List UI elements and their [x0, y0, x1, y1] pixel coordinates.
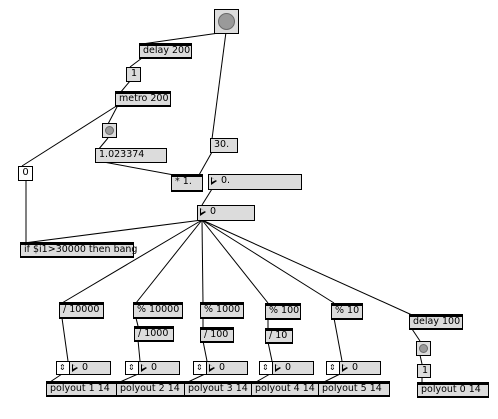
updown-arrows-icon[interactable]: ⇕ [193, 361, 207, 375]
polyout-5-object[interactable]: polyout 5 14 [318, 381, 390, 397]
updown-arrows-icon[interactable]: ⇕ [326, 361, 340, 375]
delay-bang-button[interactable] [416, 341, 431, 356]
multiply-object[interactable]: * 1. [171, 174, 203, 192]
number-30[interactable]: 30. [210, 138, 238, 153]
branch-5-number[interactable]: 0 [339, 361, 381, 375]
delay-200-object[interactable]: delay 200 [139, 43, 192, 59]
mod-100-object[interactable]: % 100 [265, 303, 301, 320]
bang-indicator-icon [218, 13, 235, 30]
polyout-2-object[interactable]: polyout 2 14 [116, 381, 188, 397]
updown-arrows-icon[interactable]: ⇕ [125, 361, 139, 375]
divide-100-object[interactable]: / 100 [200, 327, 234, 343]
mod-1000-object[interactable]: % 1000 [200, 302, 244, 319]
metro-200-object[interactable]: metro 200 [115, 91, 171, 107]
polyout-4-object[interactable]: polyout 4 14 [251, 381, 323, 397]
divide-1000-object[interactable]: / 1000 [134, 326, 174, 342]
polyout-0-object[interactable]: polyout 0 14 [417, 382, 489, 398]
branch-2-number[interactable]: 0 [138, 361, 180, 375]
toggle-number-end[interactable]: 1 [417, 364, 431, 378]
float-display[interactable]: 1.023374 [95, 148, 167, 163]
branch-3-number[interactable]: 0 [206, 361, 248, 375]
divide-10-object[interactable]: / 10 [265, 328, 293, 344]
top-bang-button[interactable] [214, 9, 239, 34]
updown-arrows-icon[interactable]: ⇕ [259, 361, 273, 375]
delay-100-object[interactable]: delay 100 [409, 314, 463, 330]
counter-number[interactable]: 0 [197, 205, 255, 221]
bang-indicator-icon [419, 344, 428, 353]
metro-bang-button[interactable] [102, 123, 117, 138]
branch-1-number[interactable]: 0 [69, 361, 111, 375]
if-object[interactable]: if $i1>30000 then bang [20, 242, 137, 258]
float-output-number[interactable]: 0. [208, 174, 302, 190]
polyout-3-object[interactable]: polyout 3 14 [184, 381, 256, 397]
branch-4-number[interactable]: 0 [272, 361, 314, 375]
divide-10000-object[interactable]: / 10000 [59, 302, 104, 319]
zero-toggle[interactable]: 0 [18, 166, 33, 181]
polyout-1-object[interactable]: polyout 1 14 [46, 381, 118, 397]
mod-10-object[interactable]: % 10 [331, 303, 363, 320]
updown-arrows-icon[interactable]: ⇕ [56, 361, 70, 375]
toggle-number-1[interactable]: 1 [126, 67, 141, 82]
bang-indicator-icon [105, 126, 114, 135]
mod-10000-object[interactable]: % 10000 [133, 302, 183, 319]
